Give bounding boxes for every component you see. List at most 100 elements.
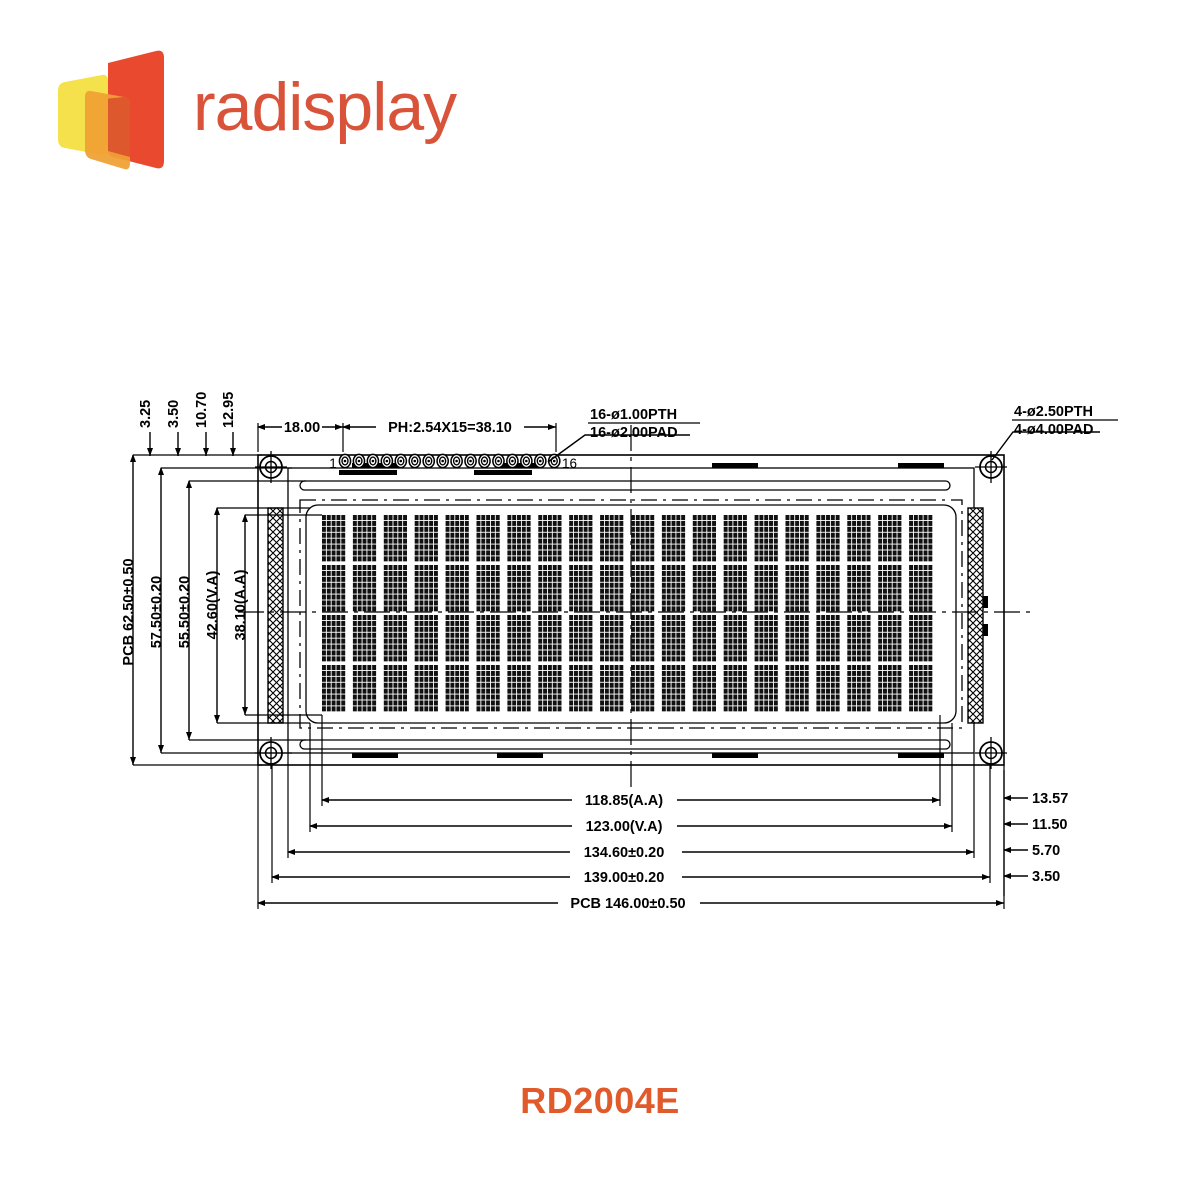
char-cell-r2-c9 (569, 565, 593, 612)
char-cell-r3-c11 (631, 615, 655, 662)
dim-label-10-70: 10.70 (194, 392, 210, 428)
char-cell-r2-c6 (476, 565, 500, 612)
callout-mount-pad: 4-ø4.00PAD (1014, 422, 1094, 438)
dim-label-12-95: 12.95 (221, 392, 237, 428)
char-cell-r2-c14 (723, 565, 747, 612)
char-cell-r2-c8 (538, 565, 562, 612)
char-cell-r2-c7 (507, 565, 531, 612)
char-cell-r4-c19 (878, 665, 902, 712)
char-cell-r2-c1 (322, 565, 346, 612)
dim-label-pin-pitch: PH:2.54X15=38.10 (388, 420, 512, 436)
brand-header: radisplay (45, 45, 553, 175)
char-cell-r1-c20 (909, 515, 933, 562)
mount-hole-callout-leader (991, 431, 1100, 461)
dim-label-11-50: 11.50 (1032, 817, 1068, 833)
bottom-bezel-rail (299, 739, 951, 750)
dim-label-pcb-height: PCB 62.50±0.50 (121, 558, 137, 665)
dim-label-aa-height: 38.10(A.A) (233, 569, 249, 640)
dim-label-18: 18.00 (284, 420, 320, 436)
dim-label-va-width: 123.00(V.A) (586, 819, 663, 835)
char-cell-r1-c5 (445, 515, 469, 562)
char-cell-r2-c16 (785, 565, 809, 612)
char-cell-r3-c18 (847, 615, 871, 662)
dim-label-5-70: 5.70 (1032, 843, 1060, 859)
char-cell-r4-c13 (692, 665, 716, 712)
char-cell-r4-c8 (538, 665, 562, 712)
char-cell-r3-c13 (692, 615, 716, 662)
dim-top-left-ticks (147, 432, 236, 456)
pin-hole-6 (413, 459, 417, 463)
char-cell-r3-c2 (352, 615, 377, 662)
drawing-text-layer: 18.00 PH:2.54X15=38.10 3.25 3.50 10.70 1… (121, 392, 1118, 912)
char-cell-r1-c18 (847, 515, 871, 562)
pin-solder-bar-2 (474, 470, 532, 475)
pin-hole-1 (343, 459, 347, 463)
char-cell-r3-c7 (507, 615, 531, 662)
char-cell-r2-c10 (600, 565, 624, 612)
pin-hole-3 (371, 459, 375, 463)
char-cell-r2-c13 (692, 565, 716, 612)
char-cell-r4-c3 (383, 665, 407, 712)
char-cell-r1-c13 (692, 515, 716, 562)
char-cell-r4-c6 (476, 665, 500, 712)
char-cell-r3-c19 (878, 615, 902, 662)
dim-label-3-25: 3.25 (138, 400, 154, 428)
char-cell-r1-c11 (631, 515, 655, 562)
char-cell-r3-c3 (383, 615, 407, 662)
char-cell-r1-c12 (661, 515, 686, 562)
char-cell-r3-c16 (785, 615, 809, 662)
char-cell-r2-c12 (661, 565, 686, 612)
char-cell-r2-c3 (383, 565, 407, 612)
pin-label-first: 1 (329, 456, 337, 471)
char-cell-r2-c18 (847, 565, 871, 612)
char-cell-r2-c2 (352, 565, 377, 612)
dim-label-55-50: 55.50±0.20 (177, 576, 193, 648)
char-cell-r4-c12 (661, 665, 686, 712)
char-cell-r1-c2 (352, 515, 377, 562)
char-cell-r1-c14 (723, 515, 747, 562)
bezel-tabs-bottom (352, 753, 944, 758)
char-cell-r1-c17 (816, 515, 840, 562)
zebra-connector-left (267, 507, 284, 724)
dim-label-13-57: 13.57 (1032, 791, 1068, 807)
dim-label-134-60: 134.60±0.20 (584, 845, 665, 861)
logo-shapes-icon (58, 50, 164, 170)
char-cell-r1-c7 (507, 515, 531, 562)
dim-label-va-height: 42.60(V.A) (205, 570, 221, 639)
char-cell-r3-c15 (754, 615, 778, 662)
char-cell-r3-c20 (909, 615, 933, 662)
callout-pin-pad: 16-ø2.00PAD (590, 425, 678, 441)
char-cell-r4-c1 (322, 665, 346, 712)
radisplay-wordmark: radisplay (193, 70, 553, 150)
char-cell-r3-c14 (723, 615, 747, 662)
char-cell-r4-c4 (414, 665, 438, 712)
dim-label-aa-width: 118.85(A.A) (585, 793, 663, 809)
char-cell-r4-c2 (352, 665, 377, 712)
char-cell-r3-c5 (445, 615, 469, 662)
mounting-hole-top-left (255, 451, 287, 483)
char-cell-r4-c17 (816, 665, 840, 712)
callout-mount-pth: 4-ø2.50PTH (1014, 404, 1093, 420)
wordmark-text-icon: radisplay (193, 70, 458, 145)
char-cell-r3-c8 (538, 615, 562, 662)
char-cell-r1-c16 (785, 515, 809, 562)
char-cell-r2-c4 (414, 565, 438, 612)
char-cell-r2-c20 (909, 565, 933, 612)
char-cell-r3-c6 (476, 615, 500, 662)
pin-hole-16 (552, 459, 556, 463)
technical-drawing: 1 16 (121, 392, 1118, 912)
pin-hole-5 (399, 459, 403, 463)
pin-hole-9 (455, 459, 458, 463)
char-cell-r2-c15 (754, 565, 778, 612)
char-cell-r1-c15 (754, 515, 778, 562)
pin-hole-15 (539, 459, 542, 463)
char-cell-r1-c3 (383, 515, 407, 562)
char-cell-r2-c19 (878, 565, 902, 612)
drawing-canvas: 1 16 (121, 392, 1118, 912)
char-cell-r1-c9 (569, 515, 593, 562)
char-cell-r3-c10 (600, 615, 624, 662)
char-cell-r1-c1 (322, 515, 346, 562)
pin-hole-12 (497, 459, 500, 463)
pin-solder-bar-1 (339, 470, 397, 475)
